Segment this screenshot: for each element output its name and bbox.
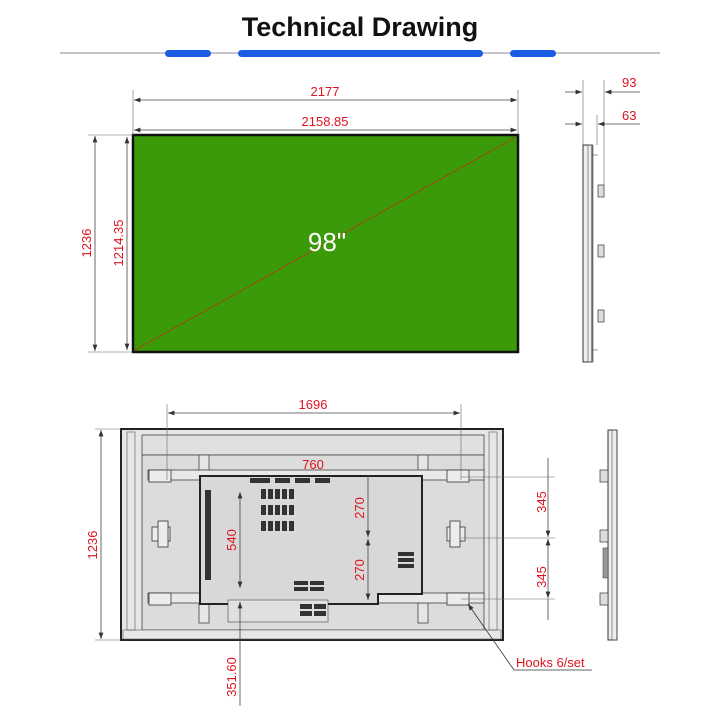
- dim-height-active: 1214.35: [111, 220, 126, 267]
- screen-size-label: 98": [308, 227, 346, 257]
- dim-height-outer: 1236: [79, 229, 94, 258]
- side-view-bottom: [599, 429, 618, 641]
- header-accent-center: [238, 50, 483, 57]
- hook-brackets: [148, 469, 470, 606]
- side-view-top: 93 63: [565, 75, 640, 363]
- dim-width-active: 2158.85: [302, 114, 349, 129]
- header-accent-left: [165, 50, 211, 57]
- hooks-label: Hooks 6/set: [516, 655, 585, 670]
- dim-hook-spacing-horizontal: 1696: [299, 397, 328, 412]
- dim-back-height: 1236: [85, 531, 100, 560]
- dim-vesa-width: 760: [302, 457, 324, 472]
- dim-depth-total: 93: [622, 75, 636, 90]
- page-title: Technical Drawing: [242, 12, 479, 42]
- dim-depth-body: 63: [622, 108, 636, 123]
- dim-width-outer: 2177: [311, 84, 340, 99]
- dim-vesa-height: 540: [224, 529, 239, 551]
- dim-vesa-upper: 270: [352, 497, 367, 519]
- screen-diagonal: [134, 136, 517, 351]
- back-view: 1696 760 1236 540 351.60 270 270 345 345…: [85, 397, 592, 706]
- dim-hook-spacing-lower: 345: [534, 566, 549, 588]
- dim-vesa-lower: 270: [352, 559, 367, 581]
- dim-bottom-offset: 351.60: [224, 657, 239, 697]
- vent-grid: [261, 489, 294, 531]
- front-view: 98" 2177 2158.85 1236 1214.35: [79, 84, 520, 354]
- dim-hook-spacing-upper: 345: [534, 491, 549, 513]
- header-accent-right: [510, 50, 556, 57]
